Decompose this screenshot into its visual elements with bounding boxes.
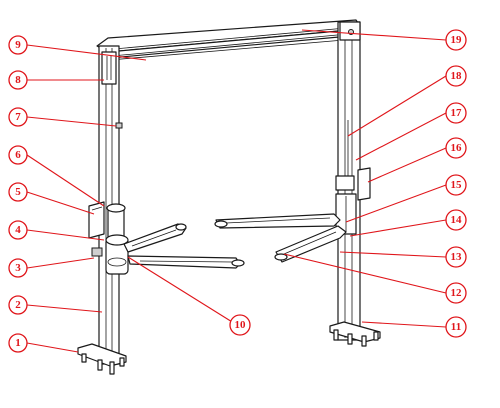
callout-7-number: 7: [15, 111, 21, 123]
overhead-beam: [96, 19, 361, 61]
callout-19: 19: [445, 29, 467, 51]
left-carriage: [88, 201, 129, 275]
callout-10: 10: [229, 314, 251, 336]
left-base-plate: [77, 343, 127, 375]
callout-14: 14: [445, 209, 467, 231]
callout-14-number: 14: [451, 214, 463, 226]
callout-6: 6: [8, 145, 28, 165]
callout-9-number: 9: [15, 39, 21, 51]
callout-18: 18: [445, 65, 467, 87]
callout-2-number: 2: [15, 299, 21, 311]
callout-5: 5: [8, 182, 28, 202]
callout-8-number: 8: [15, 74, 21, 86]
callout-5-number: 5: [15, 186, 21, 198]
callout-13-number: 13: [451, 251, 463, 263]
callout-3-number: 3: [15, 262, 21, 274]
callout-9: 9: [8, 35, 28, 55]
callout-6-number: 6: [15, 149, 21, 161]
callout-11-number: 11: [451, 321, 461, 333]
callout-17: 17: [445, 102, 467, 124]
callout-11: 11: [445, 316, 467, 338]
callout-1: 1: [8, 333, 28, 353]
callout-16: 16: [445, 137, 467, 159]
callout-4-number: 4: [15, 224, 21, 236]
callout-15-number: 15: [451, 179, 463, 191]
callout-13: 13: [445, 246, 467, 268]
callout-10-number: 10: [235, 319, 247, 331]
callout-4: 4: [8, 220, 28, 240]
callout-12: 12: [445, 282, 467, 304]
callout-16-number: 16: [451, 142, 463, 154]
callout-17-number: 17: [451, 107, 463, 119]
left-lift-arms: [123, 223, 245, 269]
callout-12-number: 12: [451, 287, 463, 299]
right-carriage: [335, 167, 371, 235]
right-base-plate: [329, 321, 381, 347]
callout-7: 7: [8, 107, 28, 127]
callout-1-number: 1: [15, 337, 21, 349]
right-lift-arms: [214, 213, 347, 263]
callout-19-number: 19: [451, 34, 463, 46]
callout-3: 3: [8, 258, 28, 278]
callout-15: 15: [445, 174, 467, 196]
callout-8: 8: [8, 70, 28, 90]
callout-18-number: 18: [451, 70, 463, 82]
callout-2: 2: [8, 295, 28, 315]
callout-leaders: [26, 29, 447, 353]
